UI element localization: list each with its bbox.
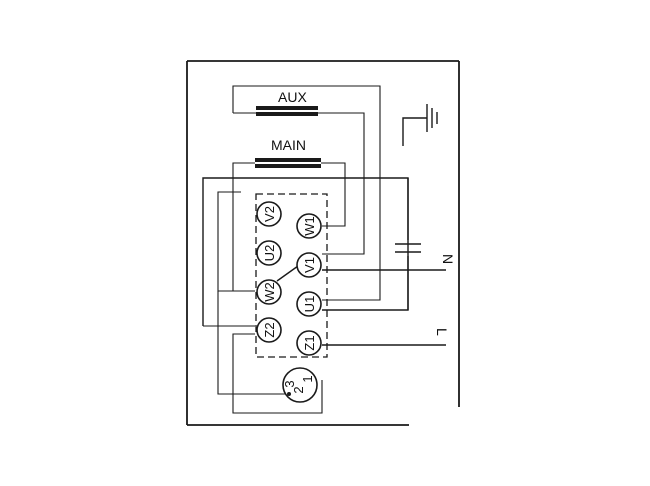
terminal-v1: V1 xyxy=(296,252,322,278)
terminal-z2: Z2 xyxy=(256,317,282,343)
terminal-w2: W2 xyxy=(256,279,282,305)
protector-label-1: 1 xyxy=(300,375,315,382)
terminal-u1: U1 xyxy=(296,291,322,317)
terminal-z1: Z1 xyxy=(296,330,322,356)
svg-text:V2: V2 xyxy=(262,206,277,222)
svg-text:V1: V1 xyxy=(302,257,317,273)
protector-label-3: 3 xyxy=(282,380,297,387)
ground-icon xyxy=(402,104,438,146)
thermal-protector: 3 2 1 xyxy=(282,367,318,403)
protector-left-wire xyxy=(217,191,288,395)
svg-text:W2: W2 xyxy=(262,282,277,302)
protector-label-2: 2 xyxy=(291,386,306,393)
main-coil-label: MAIN xyxy=(271,137,306,153)
svg-text:W1: W1 xyxy=(302,216,317,236)
line-label: L xyxy=(434,328,450,336)
aux-coil: AUX xyxy=(256,89,318,116)
terminal-block xyxy=(255,193,328,358)
supply-lines: N L xyxy=(322,254,456,346)
terminal-w1: W1 xyxy=(296,213,322,239)
enclosure-frame xyxy=(186,60,460,426)
capacitor xyxy=(395,178,421,310)
aux-loop-wire xyxy=(232,85,381,301)
svg-text:U1: U1 xyxy=(302,296,317,313)
terminal-v2: V2 xyxy=(256,201,282,227)
svg-text:U2: U2 xyxy=(262,245,277,262)
terminal-u2: U2 xyxy=(256,240,282,266)
neutral-label: N xyxy=(440,254,456,264)
aux-coil-label: AUX xyxy=(278,89,307,105)
svg-text:Z1: Z1 xyxy=(302,335,317,350)
z2-bottom-wire xyxy=(232,333,323,414)
jumper-w2-v1 xyxy=(276,265,299,282)
svg-text:Z2: Z2 xyxy=(262,322,277,337)
main-coil: MAIN xyxy=(255,137,321,168)
